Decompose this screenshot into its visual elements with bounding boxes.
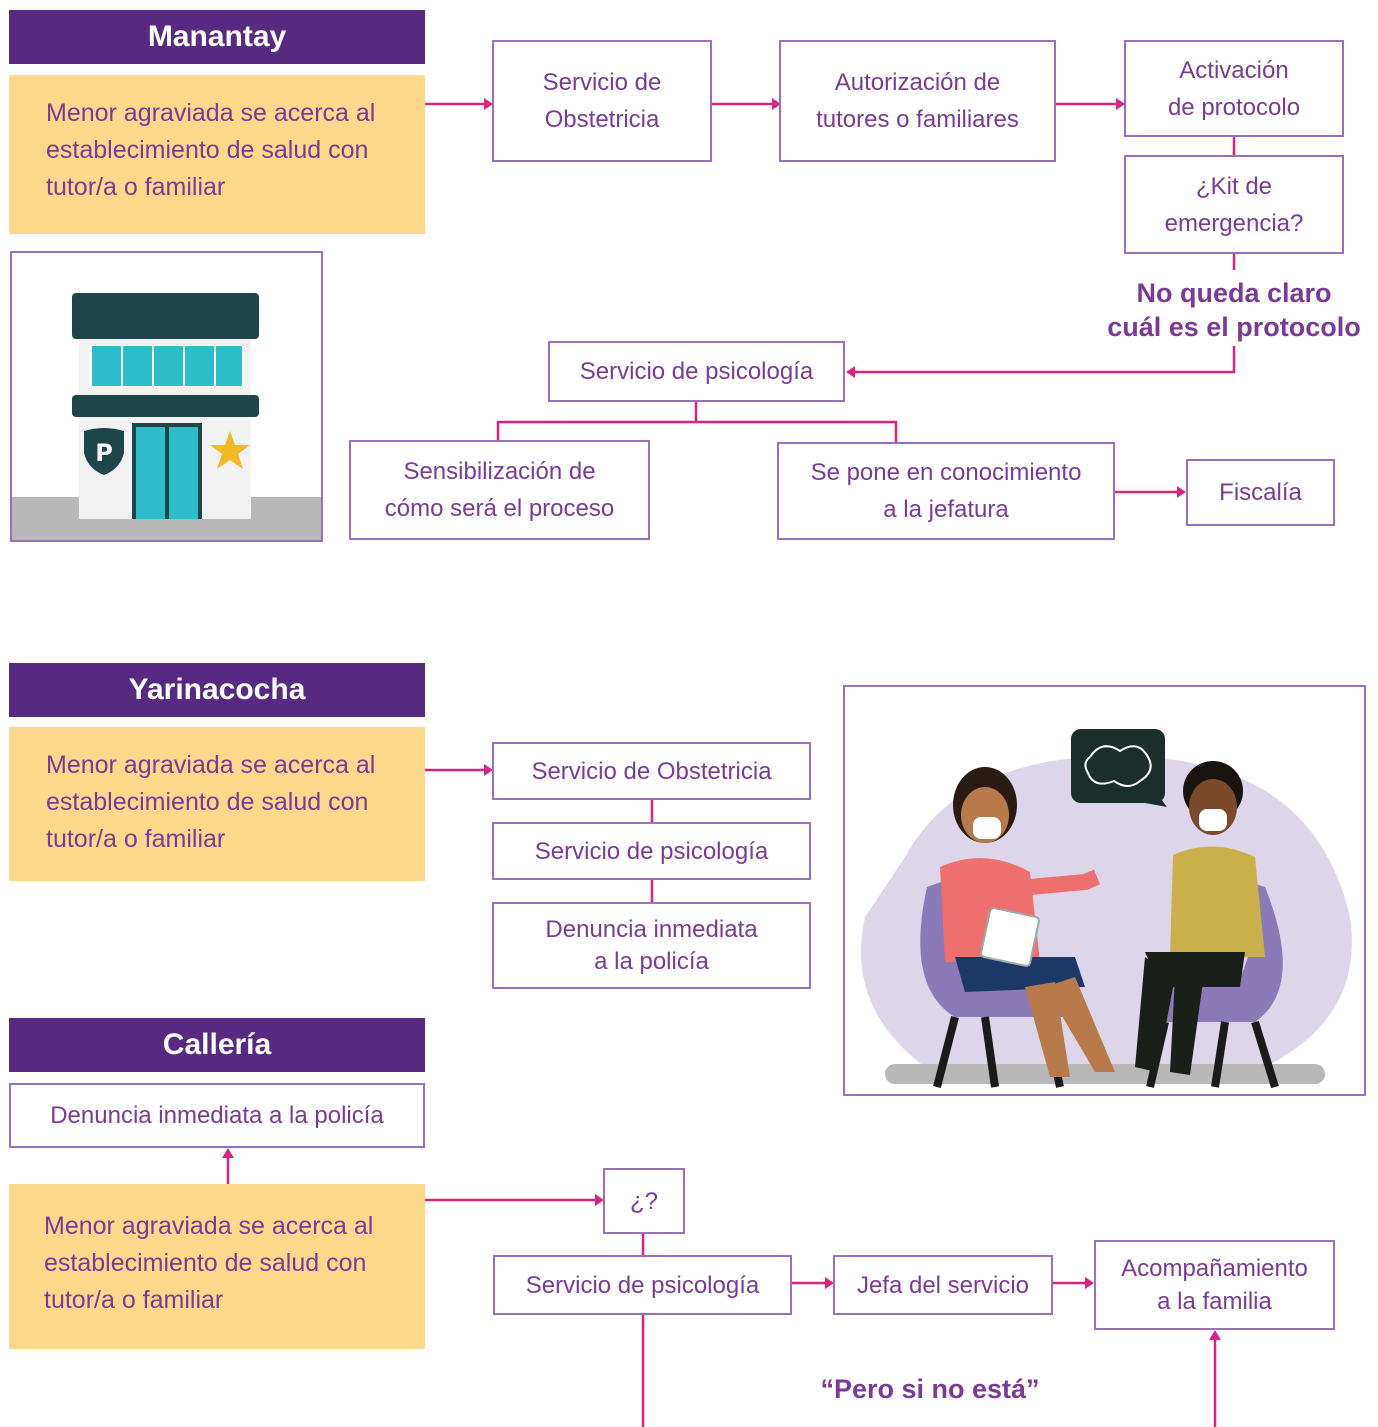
manantay-fiscalia-label: Fiscalía [1219, 479, 1302, 506]
calleria-start-line-3: tutor/a o familiar [44, 1286, 224, 1314]
manantay-start-line-3: tutor/a o familiar [46, 173, 226, 201]
calleria-jefa-box: Jefa del servicio [833, 1255, 1053, 1315]
yarinacocha-start-box: Menor agraviada se acerca al establecimi… [9, 727, 425, 881]
calleria-start-box: Menor agraviada se acerca al establecimi… [9, 1184, 425, 1349]
calleria-psicologia-label: Servicio de psicología [525, 1271, 760, 1299]
calleria-start-line-2: establecimiento de salud con [44, 1249, 367, 1277]
calleria-denuncia-box: Denuncia inmediata a la policía [9, 1083, 425, 1148]
manantay-sensibilizacion-line-2: cómo será el proceso [384, 495, 615, 522]
manantay-autorizacion-box: Autorización de tutores o familiares [779, 40, 1056, 162]
manantay-note-line-2: cuál es el protocolo [1107, 312, 1361, 342]
manantay-activacion-line-1: Activación [1179, 56, 1289, 84]
calleria-quote: “Pero si no está” [820, 1374, 1040, 1404]
yarinacocha-psicologia-label: Servicio de psicología [534, 837, 769, 865]
calleria-psicologia-box: Servicio de psicología [493, 1255, 792, 1315]
calleria-start-line-1: Menor agraviada se acerca al [44, 1212, 374, 1240]
manantay-protocol-note: No queda claro cuál es el protocolo [1100, 276, 1368, 344]
manantay-sensibilizacion-line-1: Sensibilización de [403, 458, 596, 485]
manantay-psicologia-box: Servicio de psicología [548, 341, 845, 402]
calleria-acompanamiento-line-2: a la familia [1157, 1288, 1272, 1315]
manantay-sensibilizacion-box: Sensibilización de cómo será el proceso [349, 440, 650, 540]
counseling-illustration [843, 685, 1366, 1096]
yarinacocha-start-line-2: establecimiento de salud con [46, 788, 369, 816]
manantay-start-line-2: establecimiento de salud con [46, 136, 369, 164]
manantay-kit-box: ¿Kit de emergencia? [1124, 155, 1344, 254]
yarinacocha-denuncia-box: Denuncia inmediata a la policía [492, 902, 811, 989]
manantay-start-box: Menor agraviada se acerca al establecimi… [9, 75, 425, 234]
manantay-kit-line-1: ¿Kit de [1195, 172, 1273, 200]
manantay-fiscalia-box: Fiscalía [1186, 459, 1335, 526]
manantay-obstetricia-line-2: Obstetricia [544, 106, 660, 133]
calleria-question-box: ¿? [603, 1168, 685, 1234]
calleria-acompanamiento-line-1: Acompañamiento [1121, 1255, 1308, 1282]
calleria-header: Callería [9, 1018, 425, 1072]
police-station-illustration: P [10, 251, 323, 542]
manantay-autorizacion-line-2: tutores o familiares [816, 106, 1019, 133]
calleria-acompanamiento-box: Acompañamiento a la familia [1094, 1240, 1335, 1330]
manantay-activacion-box: Activación de protocolo [1124, 40, 1344, 137]
manantay-jefatura-box: Se pone en conocimiento a la jefatura [777, 442, 1115, 540]
yarinacocha-start-line-1: Menor agraviada se acerca al [46, 751, 376, 779]
yarinacocha-obstetricia-label: Servicio de Obstetricia [531, 757, 772, 785]
yarinacocha-obstetricia-box: Servicio de Obstetricia [492, 742, 811, 800]
manantay-activacion-line-2: de protocolo [1167, 93, 1301, 121]
manantay-kit-line-2: emergencia? [1164, 209, 1304, 237]
calleria-denuncia-label: Denuncia inmediata a la policía [50, 1102, 384, 1129]
manantay-psicologia-label: Servicio de psicología [579, 358, 814, 385]
yarinacocha-start-line-3: tutor/a o familiar [46, 825, 226, 853]
calleria-question-label: ¿? [629, 1187, 658, 1215]
yarinacocha-header: Yarinacocha [9, 663, 425, 717]
counseling-session-illustration [861, 729, 1352, 1089]
yarinacocha-psicologia-box: Servicio de psicología [492, 822, 811, 880]
svg-text:P: P [95, 439, 113, 467]
manantay-note-line-1: No queda claro [1136, 278, 1332, 308]
calleria-jefa-label: Jefa del servicio [856, 1271, 1030, 1299]
manantay-obstetricia-line-1: Servicio de [542, 69, 662, 96]
manantay-jefatura-line-2: a la jefatura [883, 496, 1009, 523]
yarinacocha-denuncia-line-2: a la policía [594, 947, 709, 975]
manantay-jefatura-line-1: Se pone en conocimiento [810, 459, 1082, 486]
police-station-icon: P [12, 293, 321, 540]
manantay-header: Manantay [9, 10, 425, 64]
yarinacocha-denuncia-line-1: Denuncia inmediata [545, 915, 758, 943]
manantay-autorizacion-line-1: Autorización de [834, 69, 1001, 96]
manantay-start-line-1: Menor agraviada se acerca al [46, 99, 376, 127]
manantay-obstetricia-box: Servicio de Obstetricia [492, 40, 712, 162]
